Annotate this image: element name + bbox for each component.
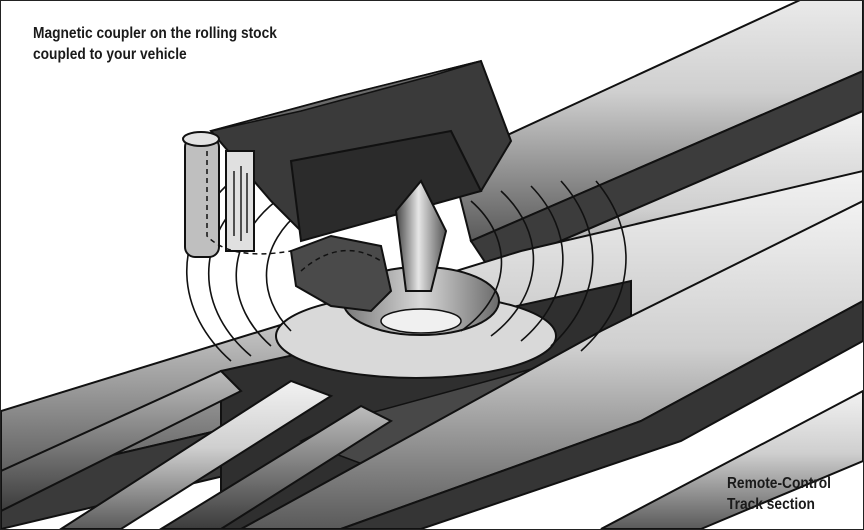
magnetic-coupler xyxy=(182,59,513,313)
track-callout-line1: Remote-Control xyxy=(727,475,831,492)
magnetic-field-lines xyxy=(185,180,627,362)
track-callout-line2: Track section xyxy=(727,496,815,513)
coupler-callout: Magnetic coupler on the rolling stock co… xyxy=(33,23,277,65)
track-callout: Remote-Control Track section xyxy=(727,473,831,515)
coupler-callout-line2: coupled to your vehicle xyxy=(33,46,187,63)
coupler-callout-line1: Magnetic coupler on the rolling stock xyxy=(33,25,277,42)
front-rails xyxy=(1,199,863,529)
